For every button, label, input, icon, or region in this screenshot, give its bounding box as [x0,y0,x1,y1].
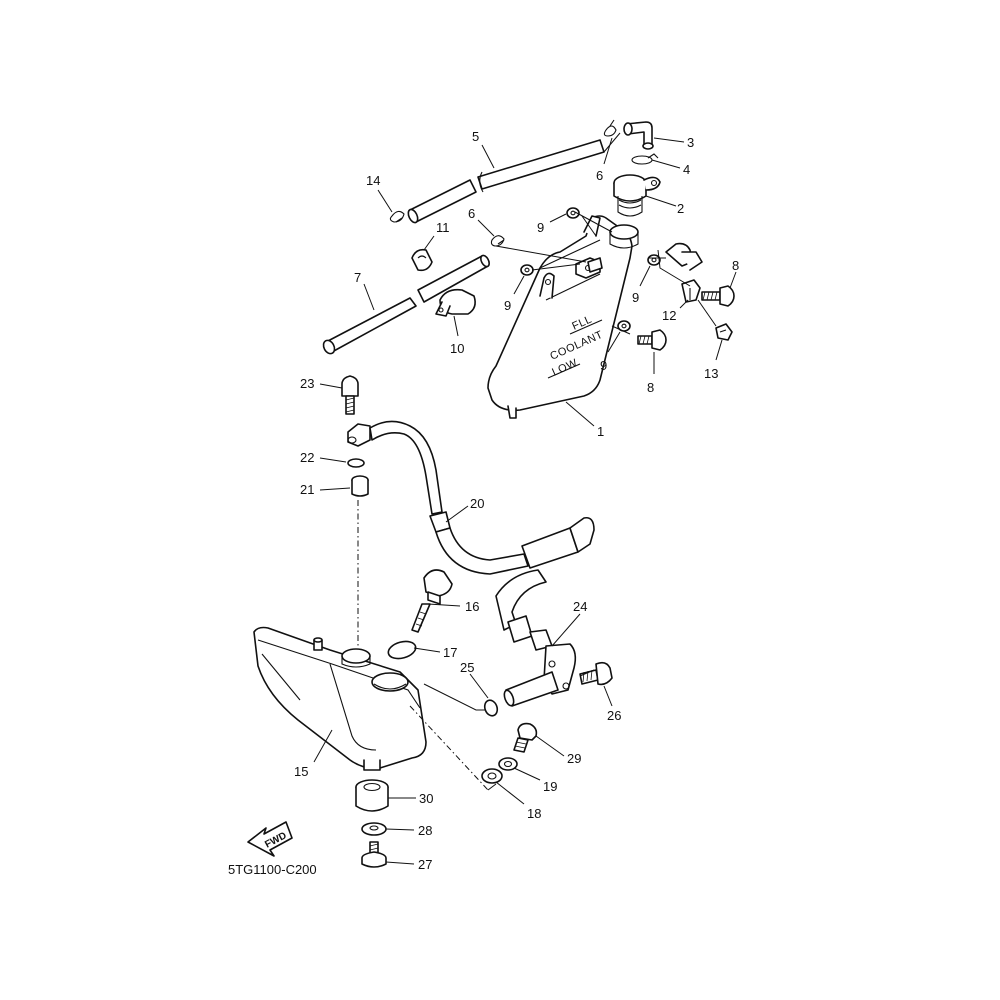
callout-20: 20 [470,496,484,511]
callout-9-d: 9 [600,358,607,373]
part-22-o-ring [347,458,365,468]
fwd-arrow: FWD [247,821,293,857]
part-30-grommet [355,779,389,812]
part-24-pipe [495,569,577,707]
part-11-clamp [411,248,433,272]
part-4-clip [631,153,659,165]
part-hose-bracket-right [665,242,703,271]
part-9-washer-a [566,207,580,219]
callout-10: 10 [450,341,464,356]
callout-3: 3 [687,135,694,150]
callout-26: 26 [607,708,621,723]
part-28-washer [361,822,387,836]
callout-9-b: 9 [504,298,511,313]
part-3-elbow-fitting [623,121,654,150]
callout-21: 21 [300,482,314,497]
part-13-clip [715,323,733,341]
part-15-oil-tank [253,626,427,771]
callout-1: 1 [597,424,604,439]
callout-13: 13 [704,366,718,381]
callout-15: 15 [294,764,308,779]
part-short-hose [407,179,477,224]
part-10-clamp-bracket [435,288,476,317]
callout-19: 19 [543,779,557,794]
callout-17: 17 [443,645,457,660]
part-29-bolt [513,722,538,753]
callout-12: 12 [662,308,676,323]
callout-23: 23 [300,376,314,391]
callout-9-a: 9 [537,220,544,235]
callout-8-left: 8 [647,380,654,395]
callouts: 1 2 3 4 5 6 6 7 8 8 9 9 9 [294,129,739,872]
callout-30: 30 [419,791,433,806]
callout-9-c: 9 [632,290,639,305]
callout-5: 5 [472,129,479,144]
part-23-bolt [341,375,359,415]
callout-6-upper: 6 [596,168,603,183]
part-20-pipe [347,420,595,575]
callout-4: 4 [683,162,690,177]
callout-29: 29 [567,751,581,766]
callout-24: 24 [573,599,587,614]
part-17-o-ring [387,640,417,660]
callout-25: 25 [460,660,474,675]
callout-6-lower: 6 [468,206,475,221]
part-27-bolt [361,841,387,868]
part-25-o-ring [483,699,499,717]
part-14-hose-clip [389,210,405,223]
part-8-bolt-right [701,285,735,307]
part-16-oil-filler-cap [411,569,453,633]
part-6-clip-upper [603,119,617,137]
part-9-washer-c [647,254,661,266]
part-2-reservoir-cap [613,174,661,217]
callout-7: 7 [354,270,361,285]
callout-8-right: 8 [732,258,739,273]
part-7-pipe [322,254,490,355]
part-small-fitting-top [587,257,603,273]
callout-28: 28 [418,823,432,838]
part-1-coolant-reservoir: FLL COOLANT LOW [487,215,639,419]
part-8-bolt-left [637,329,667,351]
part-19-grommet [498,757,518,771]
callout-11: 11 [436,220,450,235]
part-9-washer-b [520,264,534,276]
callout-14: 14 [366,173,380,188]
callout-2: 2 [677,201,684,216]
callout-22: 22 [300,450,314,465]
part-21-collar [351,475,369,497]
callout-27: 27 [418,857,432,872]
part-5-hose [477,139,605,193]
part-12-bracket [681,279,701,303]
callout-16: 16 [465,599,479,614]
callout-18: 18 [527,806,541,821]
part-6-clip-lower [490,235,505,247]
diagram-code: 5TG1100-C200 [228,862,317,877]
part-26-bolt [579,661,613,686]
part-18-grommet [481,768,503,784]
